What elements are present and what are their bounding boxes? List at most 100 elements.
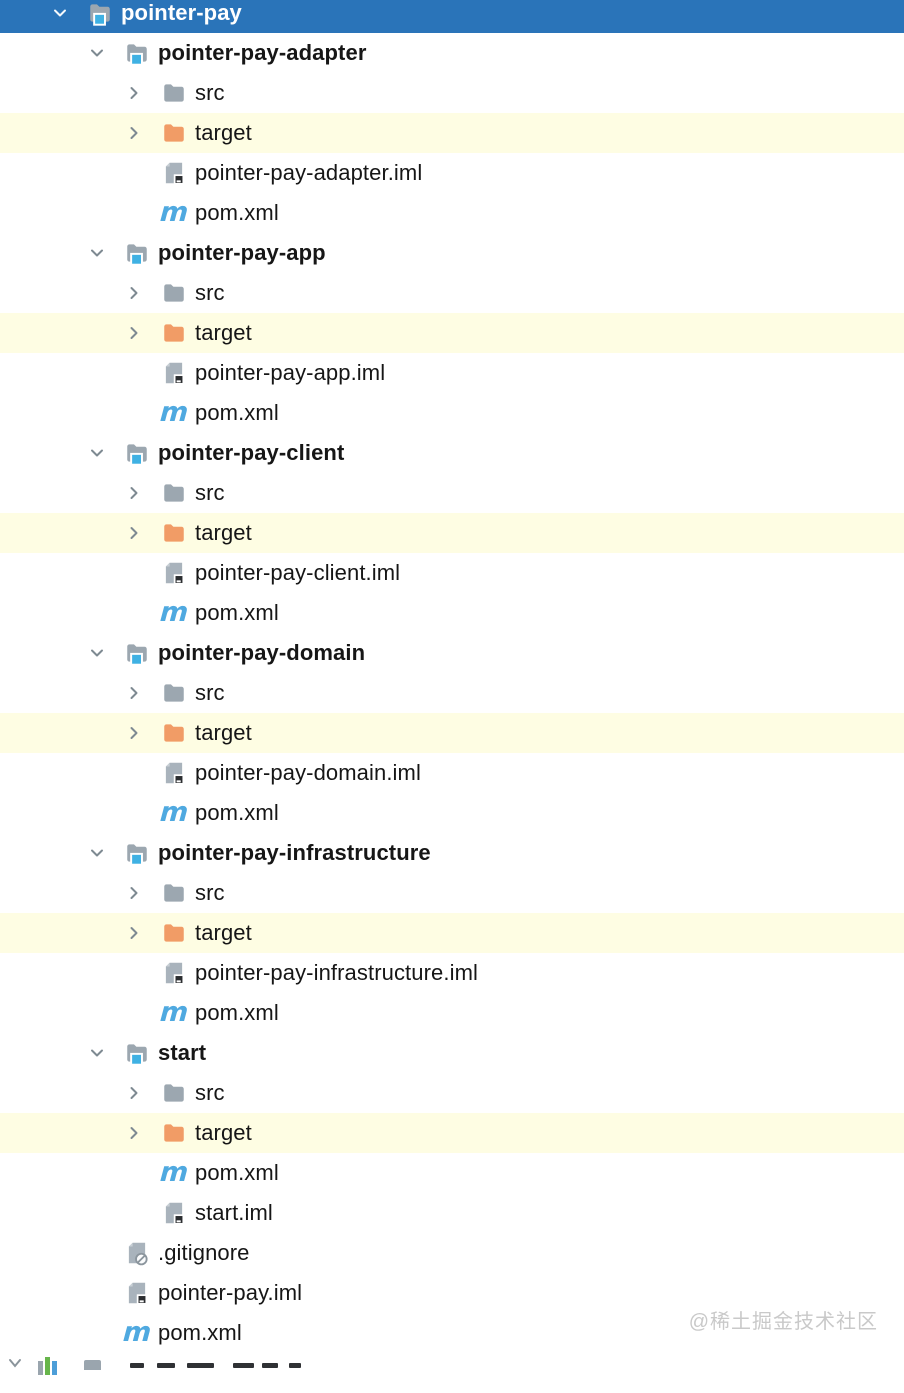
clipped-text xyxy=(289,1363,301,1368)
tree-row[interactable]: src xyxy=(0,873,904,913)
tree-row[interactable]: src xyxy=(0,673,904,713)
file-name: pointer-pay-domain.iml xyxy=(195,760,421,785)
file-name: pom.xml xyxy=(195,600,279,625)
folder-icon xyxy=(161,480,187,506)
iml-file-icon xyxy=(161,560,187,586)
chevron-right-icon[interactable] xyxy=(124,523,161,543)
file-name: src xyxy=(195,280,225,305)
partially-visible-row[interactable] xyxy=(0,1353,904,1393)
module-name: start xyxy=(158,1040,207,1065)
excluded-folder-icon xyxy=(161,120,187,146)
clipped-text xyxy=(187,1363,214,1368)
file-name: pointer-pay-adapter.iml xyxy=(195,160,423,185)
tree-row[interactable]: start.iml xyxy=(0,1193,904,1233)
tree-row[interactable]: src xyxy=(0,273,904,313)
file-name: target xyxy=(195,120,252,145)
module-folder-icon xyxy=(124,240,150,266)
tree-row[interactable]: pointer-pay xyxy=(0,0,904,33)
file-name: start.iml xyxy=(195,1200,273,1225)
chevron-right-icon[interactable] xyxy=(124,323,161,343)
iml-file-icon xyxy=(161,1200,187,1226)
file-name: pom.xml xyxy=(158,1320,242,1345)
chevron-down-icon[interactable] xyxy=(87,843,124,863)
iml-file-icon xyxy=(124,1280,150,1306)
file-name: target xyxy=(195,520,252,545)
tree-row[interactable]: target xyxy=(0,513,904,553)
iml-file-icon xyxy=(161,760,187,786)
tree-row[interactable]: target xyxy=(0,113,904,153)
chevron-down-icon[interactable] xyxy=(87,243,124,263)
chevron-right-icon[interactable] xyxy=(124,683,161,703)
tree-row[interactable]: target xyxy=(0,913,904,953)
tree-row[interactable]: target xyxy=(0,713,904,753)
file-name: src xyxy=(195,880,225,905)
file-name: src xyxy=(195,480,225,505)
file-name: target xyxy=(195,720,252,745)
clipped-text xyxy=(130,1363,144,1368)
tree-row[interactable]: target xyxy=(0,1113,904,1153)
folder-icon xyxy=(161,680,187,706)
iml-file-icon xyxy=(161,960,187,986)
tree-row[interactable]: src xyxy=(0,1073,904,1113)
tree-row[interactable]: src xyxy=(0,73,904,113)
folder-icon xyxy=(161,280,187,306)
chevron-right-icon[interactable] xyxy=(124,123,161,143)
file-name: pom.xml xyxy=(195,200,279,225)
module-name: pointer-pay-domain xyxy=(158,640,366,665)
chevron-right-icon[interactable] xyxy=(124,923,161,943)
maven-icon: m xyxy=(158,997,190,1028)
folder-icon xyxy=(161,1080,187,1106)
tree-row[interactable]: pointer-pay-client.iml xyxy=(0,553,904,593)
tree-row[interactable]: pointer-pay-app.iml xyxy=(0,353,904,393)
chevron-right-icon[interactable] xyxy=(124,1123,161,1143)
chevron-right-icon[interactable] xyxy=(124,1083,161,1103)
ignored-file-icon xyxy=(124,1240,150,1266)
module-folder-icon xyxy=(124,40,150,66)
tree-row[interactable]: src xyxy=(0,473,904,513)
chevron-right-icon[interactable] xyxy=(124,83,161,103)
chevron-down-icon[interactable] xyxy=(87,43,124,63)
chevron-down-icon[interactable] xyxy=(87,1043,124,1063)
tree-row[interactable]: pointer-pay-client xyxy=(0,433,904,473)
file-name: target xyxy=(195,1120,252,1145)
clipped-text xyxy=(233,1363,254,1368)
folder-icon xyxy=(84,1360,101,1370)
chevron-right-icon[interactable] xyxy=(124,283,161,303)
watermark: @稀土掘金技术社区 xyxy=(688,1311,878,1333)
iml-file-icon xyxy=(161,360,187,386)
chevron-down-icon[interactable] xyxy=(87,643,124,663)
maven-icon: m xyxy=(121,1317,153,1348)
tree-row[interactable]: .gitignore xyxy=(0,1233,904,1273)
chevron-down-icon[interactable] xyxy=(50,3,87,23)
module-folder-icon xyxy=(124,1040,150,1066)
folder-icon xyxy=(161,80,187,106)
chevron-right-icon[interactable] xyxy=(124,883,161,903)
tree-row[interactable]: pointer-pay-domain xyxy=(0,633,904,673)
file-name: pom.xml xyxy=(195,400,279,425)
module-name: pointer-pay-client xyxy=(158,440,345,465)
tree-row[interactable]: pointer-pay-app xyxy=(0,233,904,273)
tree-row[interactable]: pointer-pay-infrastructure.iml xyxy=(0,953,904,993)
chevron-right-icon[interactable] xyxy=(124,483,161,503)
tree-row[interactable]: pointer-pay-adapter.iml xyxy=(0,153,904,193)
module-name: pointer-pay-infrastructure xyxy=(158,840,431,865)
tree-row[interactable]: target xyxy=(0,313,904,353)
file-name: src xyxy=(195,680,225,705)
file-name: pom.xml xyxy=(195,800,279,825)
file-name: src xyxy=(195,80,225,105)
tree-row[interactable]: pointer-pay.iml xyxy=(0,1273,904,1313)
tree-row[interactable]: pointer-pay-infrastructure xyxy=(0,833,904,873)
tree-row[interactable]: pointer-pay-domain.iml xyxy=(0,753,904,793)
tree-row[interactable]: pointer-pay-adapter xyxy=(0,33,904,73)
chevron-down-icon[interactable] xyxy=(87,443,124,463)
tree-row[interactable]: start xyxy=(0,1033,904,1073)
chevron-right-icon[interactable] xyxy=(124,723,161,743)
excluded-folder-icon xyxy=(161,720,187,746)
